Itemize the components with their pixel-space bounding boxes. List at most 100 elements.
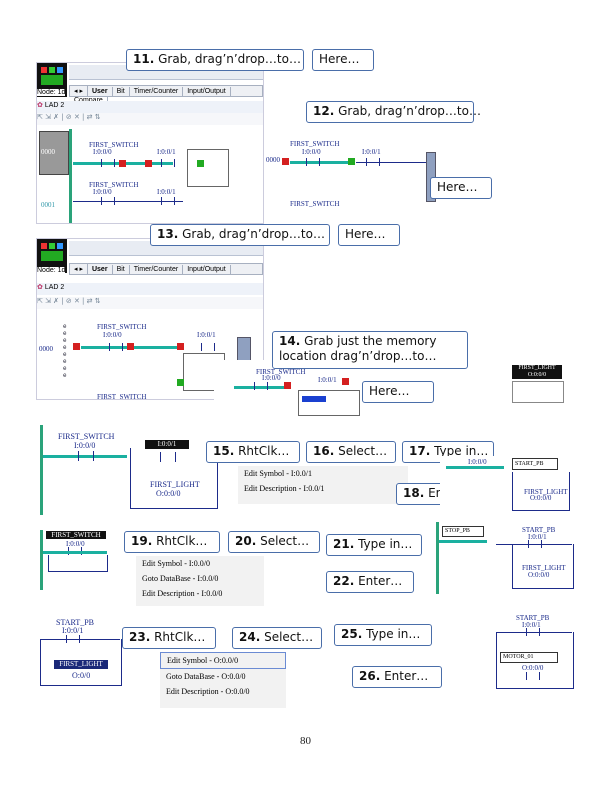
rung-wire-17 bbox=[446, 466, 504, 469]
addr-label-b: I:0:0/0 bbox=[103, 331, 122, 339]
lad-window-title-b: LAD 2 bbox=[44, 284, 65, 291]
lad-toolbar: ⇱ ⇲ ✗ | ⊘ ✕ | ⇄ ⇅ bbox=[37, 113, 263, 125]
node-label-b: Node: 1d bbox=[37, 267, 66, 274]
instruction-tabs: ◂ ▸UserBitTimer/CounterInput/OutputCompa… bbox=[69, 85, 263, 105]
callout-step-24: 24. Select… bbox=[232, 627, 322, 649]
callout-step-20: 20. Select… bbox=[228, 531, 320, 553]
contact-b[interactable] bbox=[109, 343, 123, 351]
tab-user[interactable]: User bbox=[88, 87, 113, 96]
tab-compare[interactable]: Compare bbox=[70, 96, 108, 105]
tab-bit[interactable]: Bit bbox=[113, 87, 130, 96]
branch-box-25 bbox=[496, 632, 574, 689]
panel-step-21-result: STOP_PB START_PB I:0:0/1 FIRST_LIGHT O:0… bbox=[436, 522, 576, 594]
tab-timer-counter-b[interactable]: Timer/Counter bbox=[130, 265, 184, 274]
callout-step-14-here: Here… bbox=[362, 381, 434, 403]
tab-nav-arrows-b[interactable]: ◂ ▸ bbox=[70, 264, 88, 274]
contact-first-switch[interactable] bbox=[101, 159, 115, 167]
rung-selected bbox=[39, 131, 69, 175]
callout-step-12: 12. Grab, drag’n’drop…to… bbox=[306, 101, 481, 123]
context-menu-24: Edit Symbol - O:0.0/0 Goto DataBase - O:… bbox=[160, 652, 286, 708]
callout-step-22: 22. Enter… bbox=[326, 571, 414, 593]
rung-wire-12b bbox=[356, 162, 426, 163]
panel-step-12-screenshot: FIRST_SWITCH I:0:0/0 I:0:0/1 0000 FIRST_… bbox=[266, 138, 442, 208]
rung-wire-25 bbox=[496, 632, 572, 633]
first-light-label-17: FIRST_LIGHT bbox=[524, 488, 568, 496]
first-light-selected-23[interactable]: FIRST_LIGHT bbox=[54, 660, 108, 669]
tab-bit-b[interactable]: Bit bbox=[113, 265, 130, 274]
lad-window-titlebar: ✿ LAD 2 bbox=[37, 101, 263, 113]
addr-21: I:0:0/1 bbox=[528, 533, 547, 541]
first-light-header: FIRST_LIGHT O:0:0/0 bbox=[512, 365, 562, 379]
first-switch-label-12c: FIRST_SWITCH bbox=[290, 200, 340, 208]
contact-xic[interactable] bbox=[161, 159, 175, 167]
tab-timer-counter[interactable]: Timer/Counter bbox=[130, 87, 184, 96]
contact-selected-15[interactable]: I:0:0/1 bbox=[145, 440, 189, 449]
tab-nav-arrows[interactable]: ◂ ▸ bbox=[70, 86, 88, 96]
contact-25b[interactable] bbox=[526, 672, 540, 680]
callout-step-11-here: Here… bbox=[312, 49, 374, 71]
lad-window-title: LAD 2 bbox=[44, 102, 65, 109]
left-power-rail-15 bbox=[40, 425, 43, 515]
callout-step-12-here: Here… bbox=[430, 177, 492, 199]
symbol-input-21[interactable]: STOP_PB bbox=[442, 526, 484, 537]
addr-label-4: I:0:0/1 bbox=[157, 188, 176, 196]
coil-14 bbox=[512, 381, 564, 403]
addr-17: I:0:0/0 bbox=[468, 458, 487, 466]
tab-user-b[interactable]: User bbox=[88, 265, 113, 274]
menu-item-goto-database-20[interactable]: Goto DataBase - I:0.0/0 bbox=[142, 574, 219, 583]
rung-number: 0000 bbox=[41, 148, 55, 156]
start-pb-label-21: START_PB bbox=[522, 526, 556, 534]
contact-15[interactable] bbox=[78, 451, 94, 461]
callout-step-14: 14. Grab just the memory location drag’n… bbox=[272, 331, 468, 369]
contact-12[interactable] bbox=[306, 158, 320, 166]
menu-item-edit-symbol-16[interactable]: Edit Symbol - I:0.0/1 bbox=[244, 469, 312, 478]
contact-first-switch-2[interactable] bbox=[101, 197, 115, 205]
addr-label-14b: I:0:0/1 bbox=[318, 376, 337, 384]
addr-label: I:0:0/0 bbox=[93, 148, 112, 156]
first-light-label-14: FIRST_LIGHT bbox=[518, 365, 556, 371]
callout-step-26: 26. Enter… bbox=[352, 666, 442, 688]
contact-xic-15[interactable] bbox=[160, 452, 176, 462]
addr-label-12: I:0:0/0 bbox=[302, 148, 321, 156]
grn-marker-12 bbox=[348, 158, 355, 165]
menu-item-edit-description-20[interactable]: Edit Description - I:0.0/0 bbox=[142, 589, 223, 598]
menu-item-edit-description-16[interactable]: Edit Description - I:0.0/1 bbox=[244, 484, 325, 493]
rung-wire-21b bbox=[496, 544, 572, 545]
first-switch-selected-19[interactable]: FIRST_SWITCH bbox=[46, 531, 106, 539]
menu-item-edit-description-24[interactable]: Edit Description - O:0.0/0 bbox=[166, 687, 250, 696]
start-pb-label-23: START_PB bbox=[56, 618, 94, 627]
first-light-addr-14: O:0:0/0 bbox=[527, 372, 547, 378]
symbol-input-25[interactable]: MOTOR_01 bbox=[500, 652, 558, 663]
tab-input-output-b[interactable]: Input/Output bbox=[183, 265, 231, 274]
rung-wire-14 bbox=[234, 386, 284, 389]
drag-cursor-marker bbox=[197, 160, 204, 167]
page-number: 80 bbox=[300, 735, 311, 747]
branch-box-21 bbox=[512, 544, 574, 589]
addr-o-21: O:0:0/0 bbox=[528, 571, 550, 579]
callout-step-25: 25. Type in… bbox=[334, 624, 432, 646]
symbol-input-17[interactable]: START_PB bbox=[512, 458, 558, 470]
contact-14[interactable] bbox=[254, 382, 268, 390]
callout-step-19: 19. RhtClk… bbox=[124, 531, 220, 553]
marker-b3 bbox=[177, 343, 184, 350]
callout-step-21: 21. Type in… bbox=[326, 534, 422, 556]
addr-label-2: I:0:0/1 bbox=[157, 148, 176, 156]
branch-box-19 bbox=[48, 555, 108, 572]
contact-b2[interactable] bbox=[201, 343, 215, 351]
drop-target-marker-12 bbox=[282, 158, 289, 165]
branch-box-23 bbox=[40, 639, 122, 686]
rung-wire-12 bbox=[290, 161, 350, 164]
marker-b2 bbox=[127, 343, 134, 350]
lad-window-titlebar-b: ✿ LAD 2 bbox=[37, 283, 263, 295]
addr-label-12b: I:0:0/1 bbox=[362, 148, 381, 156]
callout-step-23: 23. RhtClk… bbox=[122, 627, 216, 649]
contact-12b[interactable] bbox=[366, 158, 380, 166]
addr-o-23: O:0/0 bbox=[72, 671, 91, 680]
tab-input-output[interactable]: Input/Output bbox=[183, 87, 231, 96]
menu-item-goto-database-24[interactable]: Goto DataBase - O:0.0/0 bbox=[166, 672, 246, 681]
rung-wire-2 bbox=[73, 201, 183, 202]
menu-item-edit-symbol-20[interactable]: Edit Symbol - I:0.0/0 bbox=[142, 559, 210, 568]
contact-xic-2[interactable] bbox=[161, 197, 175, 205]
menu-item-edit-symbol-24[interactable]: Edit Symbol - O:0.0/0 bbox=[160, 652, 286, 669]
